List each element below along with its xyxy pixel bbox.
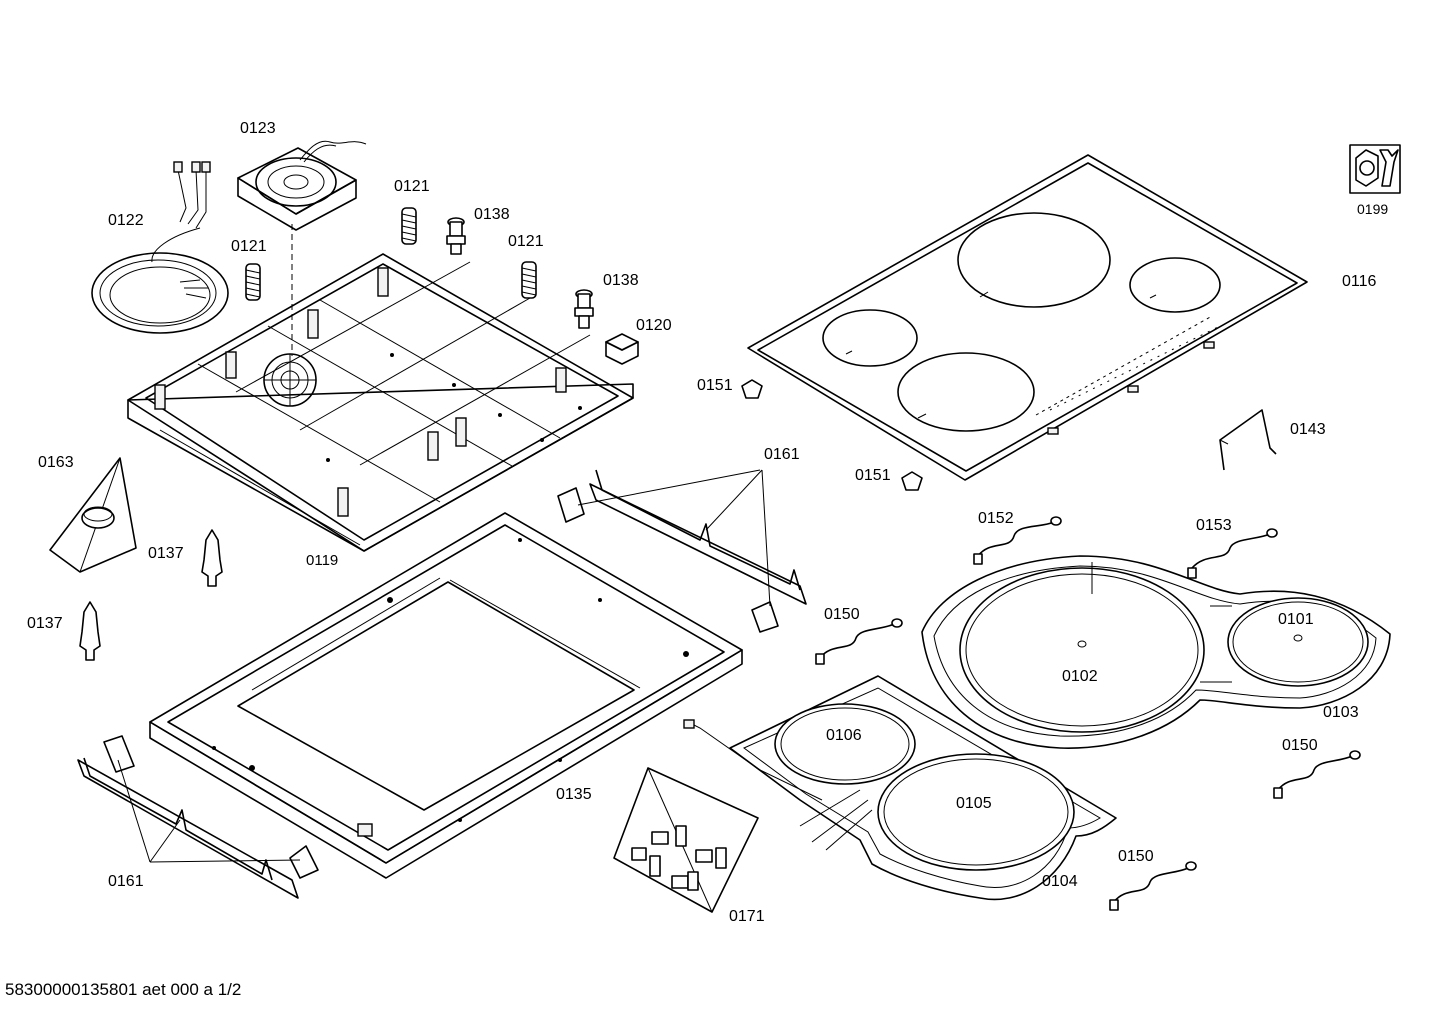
label-0120: 0120 [636, 317, 672, 334]
part-0121-springs [245, 207, 537, 301]
label-0153: 0153 [1196, 517, 1232, 534]
label-0199: 0199 [1357, 201, 1389, 217]
part-0123-fan [237, 140, 367, 231]
label-0161: 0161 [108, 873, 144, 890]
label-0137: 0137 [148, 545, 184, 562]
label-0152: 0152 [978, 510, 1014, 527]
nut-and-wrench-icon [1349, 144, 1401, 194]
label-0151: 0151 [697, 377, 733, 394]
label-0143: 0143 [1290, 421, 1326, 438]
part-0138-pins [446, 217, 594, 329]
label-0121: 0121 [394, 178, 430, 195]
part-0163-bag [49, 457, 137, 573]
part-0137-clips [79, 529, 223, 661]
label-0163: 0163 [38, 454, 74, 471]
label-0116: 0116 [1342, 273, 1377, 290]
label-0102: 0102 [1062, 668, 1098, 685]
part-0135-frame [149, 512, 743, 879]
label-0137: 0137 [27, 615, 63, 632]
label-0121: 0121 [231, 238, 267, 255]
label-0105: 0105 [956, 795, 992, 812]
label-0138: 0138 [474, 206, 510, 223]
label-0122: 0122 [108, 212, 144, 229]
part-0119-housing [127, 224, 634, 552]
part-sensors [815, 516, 1361, 911]
label-0161: 0161 [764, 446, 800, 463]
label-0101: 0101 [1278, 611, 1314, 628]
drawing-reference-footer: 58300000135801 aet 000 a 1/2 [5, 980, 242, 999]
label-0138: 0138 [603, 272, 639, 289]
part-0151-feet [741, 379, 923, 491]
label-0150: 0150 [1282, 737, 1318, 754]
label-0119: 0119 [306, 552, 339, 569]
label-0150: 0150 [824, 606, 860, 623]
label-0171: 0171 [729, 908, 765, 925]
part-0161-rails [77, 469, 807, 899]
label-0106: 0106 [826, 727, 862, 744]
part-0171-bag [613, 767, 759, 913]
part-0103-carrier [921, 555, 1391, 749]
label-0135: 0135 [556, 786, 592, 803]
part-0116-glass-top [747, 154, 1308, 481]
part-0122-cable [91, 161, 229, 334]
part-0143-bracket [1219, 409, 1277, 471]
label-0123: 0123 [240, 120, 276, 137]
label-0151: 0151 [855, 467, 891, 484]
label-0121: 0121 [508, 233, 544, 250]
part-0120-clip [605, 333, 639, 365]
label-0150: 0150 [1118, 848, 1154, 865]
label-0103: 0103 [1323, 704, 1359, 721]
label-0104: 0104 [1042, 873, 1078, 890]
part-0104-carrier [683, 675, 1117, 901]
